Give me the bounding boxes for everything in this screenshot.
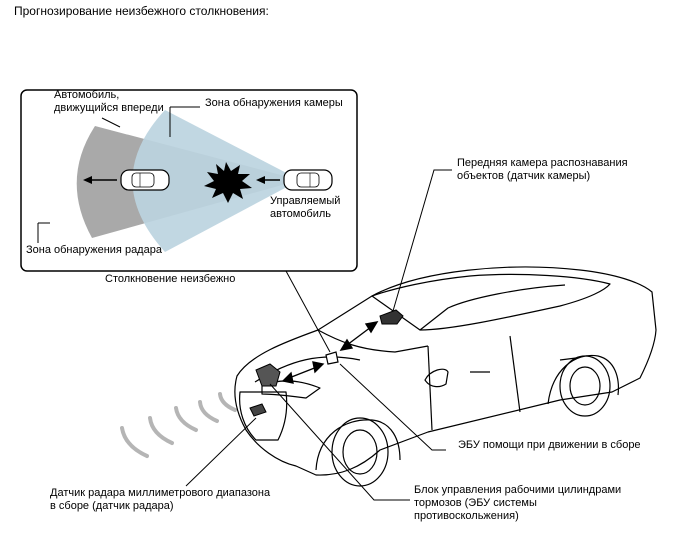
camera-sensor-label-line1: Передняя камера распознавания [457,157,628,169]
radar-sensor-icon [249,403,267,417]
vehicle-ahead-label-line1: Автомобиль, [54,89,120,101]
brake-actuator-icon [255,363,281,387]
radar-zone-label: Зона обнаружения радара [26,244,162,256]
signal-arrows [281,321,379,384]
vehicle-illustration [234,266,657,487]
driving-support-ecu-icon [325,351,339,365]
own-vehicle-label-line1: Управляемый [270,195,341,207]
vehicle-ahead-icon [120,169,170,191]
driving-support-ecu-label: ЭБУ помощи при движении в сборе [458,439,641,451]
radar-sensor-label-line2: в сборе (датчик радара) [50,500,174,512]
camera-sensor-label-line2: объектов (датчик камеры) [457,170,591,182]
brake-actuator-label-line3: противоскольжения) [414,510,519,522]
inset-caption: Столкновение неизбежно [105,273,236,285]
vehicle-ahead-label-line2: движущийся впереди [54,102,164,114]
brake-actuator-label-line1: Блок управления рабочими цилиндрами [414,484,622,496]
brake-actuator-label-line2: тормозов (ЭБУ системы [414,497,537,509]
camera-sensor-icon [379,309,404,325]
radar-sensor-label-line1: Датчик радара миллиметрового диапазона [50,487,271,499]
page-title: Прогнозирование неизбежного столкновения… [14,4,269,18]
radar-waves-icon [120,392,237,458]
camera-zone-label: Зона обнаружения камеры [205,97,343,109]
own-vehicle-icon [283,169,333,191]
own-vehicle-label-line2: автомобиль [270,208,332,220]
collision-burst-icon [204,162,252,203]
